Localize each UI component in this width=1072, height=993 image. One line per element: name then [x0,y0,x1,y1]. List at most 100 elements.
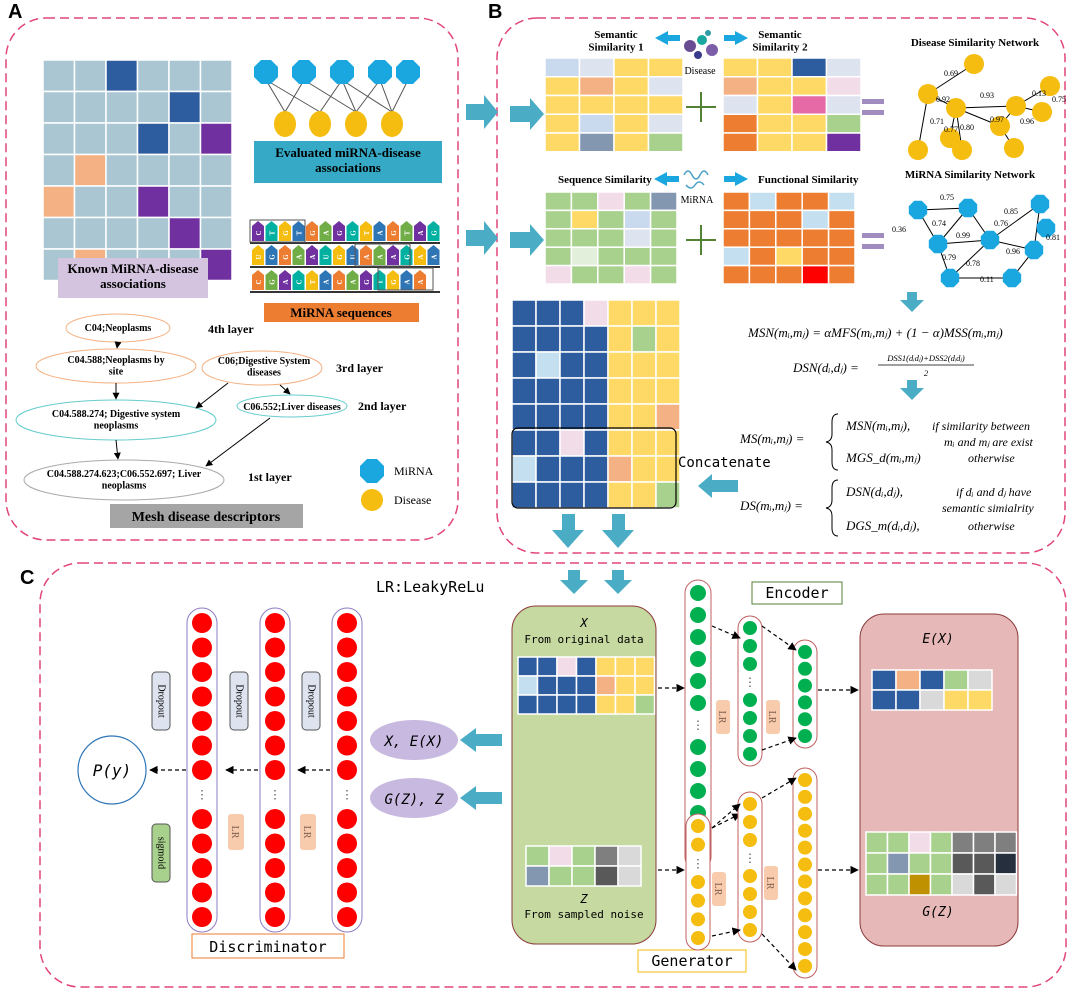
arrow-down-formula-2 [900,380,924,400]
encoder-neuron [798,661,812,676]
discriminator-neuron [192,760,212,780]
generator-neuron [743,869,757,883]
encoder-neuron [798,729,812,743]
matrix-cell [865,873,889,896]
mirna-edge [949,239,991,279]
matrix-cell [105,216,139,250]
matrix-cell [631,403,657,431]
sequence-highlight [377,267,434,291]
mirna-net-node [928,234,948,254]
nucleotide-block [360,245,372,265]
discriminator-label: Discriminator [209,938,326,956]
matrix-cell [614,675,636,696]
ds-case2: DGS_m(dᵢ,dⱼ), [845,518,920,533]
nucleotide-block [319,221,332,241]
matrix-cell [575,694,597,715]
formula-dsn-left: DSN(dᵢ,dⱼ) = [792,360,859,375]
bipartite-edge [284,79,305,113]
mirna-edge-label: 0.81 [1046,233,1060,242]
mirna-node [368,60,392,84]
matrix-cell [886,831,910,854]
matrix-cell [559,455,585,483]
arrow-to-pair1 [460,728,502,752]
matrix-cell [136,59,170,93]
matrix-cell [791,113,828,134]
discriminator-neuron [192,662,212,682]
arrow-to-func [724,172,748,186]
discriminator-neuron [337,735,357,756]
encoder-neuron [798,645,812,659]
matrix-cell [199,216,233,250]
matrix-cell [827,228,856,248]
matrix-cell [607,325,633,353]
matrix-cell [517,675,539,696]
nucleotide-block [279,270,291,290]
layer-3-label: 3rd layer [336,361,384,375]
panel-c-letter: C [20,567,34,589]
disease-edge-label: 0.97 [990,115,1004,124]
discriminator-neuron [265,711,285,731]
nucleotide-letter: A [350,279,358,284]
nucleotide-block [360,270,372,290]
generator-neuron [798,840,812,855]
matrix-cell [801,228,830,248]
matrix-cell [73,59,107,93]
bipartite-edge [379,79,393,113]
ms-cond2: otherwise [968,451,1015,465]
disease-net-node [918,84,938,104]
nucleotide-block [333,270,345,290]
mirna-edge-label: 0.11 [980,275,994,284]
gz-matrix [865,831,1018,896]
panel-b-letter: B [488,1,502,23]
nucleotide-letter: T [296,230,304,235]
nucleotide-block [252,245,264,265]
matrix-cell [647,94,684,115]
matrix-cell [722,246,751,267]
discriminator-neuron [192,907,212,927]
matrix-cell [775,246,803,267]
generator-neuron [798,806,812,821]
matrix-cell [544,94,581,115]
plus-sign-2 [686,225,716,255]
matrix-cell [535,481,561,509]
matrix-cell [623,264,652,285]
matrix-cell [583,351,609,379]
dropout-box [229,671,249,731]
matrix-cell [73,122,107,156]
matrix-cell [607,377,633,405]
nucleotide-letter: U [255,254,263,259]
nucleotide-block [346,221,359,241]
nucleotide-letter: G [336,254,344,260]
z-matrix [525,845,642,887]
matrix-cell [136,185,170,219]
nucleotide-block [279,245,291,265]
nucleotide-letter: A [404,279,412,284]
matrix-cell [597,246,625,267]
pair-x-ex [370,720,458,760]
encoder-neuron [743,747,757,761]
encoder-label-box [751,581,843,605]
matrix-cell [517,656,539,677]
nucleotide-letter: G [390,230,398,236]
ds-cond2: otherwise [968,519,1015,533]
discriminator-neuron [337,760,357,780]
b-to-c-arrows [552,514,634,594]
disease-net-node [952,140,972,160]
matrix-cell [571,865,596,887]
matrix-cell [791,132,828,153]
nucleotide-block [373,270,386,290]
equal-sign-2 [862,233,884,249]
generator-neuron [798,874,812,889]
semantic-sim-2-matrix [722,57,862,153]
mirna-net-node [1002,268,1022,288]
matrix-cell [578,94,615,115]
matrix-cell [634,656,656,677]
ellipsis-dots: ⋮ [692,718,704,732]
matrix-cell [594,845,619,867]
known-label-box [58,258,208,298]
matrix-cell [136,90,170,124]
ellipsis-dots: ⋮ [692,856,704,870]
nucleotide-letter: A [417,254,425,259]
